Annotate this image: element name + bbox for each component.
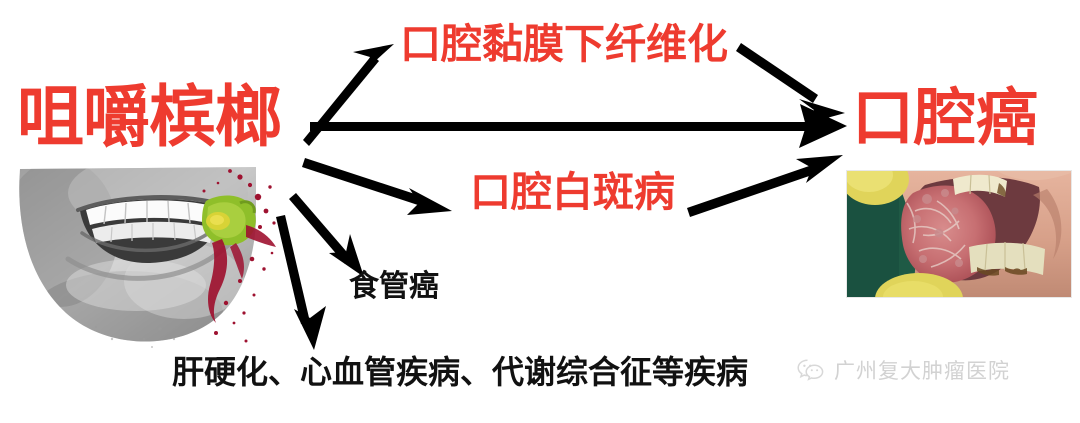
dental-staining [977, 267, 1027, 276]
upper-teeth-photo [953, 174, 1007, 197]
blood-splatter [202, 169, 276, 343]
lower-teeth [92, 221, 214, 243]
node-oral-cancer-label: 口腔癌 [852, 84, 1039, 153]
oral-cancer-clinical-photo [846, 170, 1072, 298]
lip-shadow [1033, 189, 1062, 259]
arrow-source-to-leukoplakia [302, 158, 452, 215]
wechat-icon [797, 358, 825, 382]
betel-nut-chewing-illustration [8, 163, 280, 355]
node-oral-leukoplakia-label: 口腔白斑病 [470, 169, 675, 215]
betel-nut [202, 195, 256, 246]
node-source-label: 咀嚼槟榔 [17, 80, 282, 155]
watermark: 广州复大肿瘤医院 [797, 355, 1010, 385]
arrow-source-to-other-diseases [276, 215, 326, 350]
arrow-source-to-osf [303, 44, 394, 146]
arrow-source-to-esophageal [289, 193, 364, 277]
watermark-text: 广州复大肿瘤医院 [834, 360, 1010, 383]
arrow-source-to-oral-cancer-direct [310, 104, 847, 148]
lower-teeth-photo [969, 242, 1045, 276]
lesion-nodules [913, 189, 963, 267]
arrow-leukoplakia-to-oral-cancer [687, 155, 843, 217]
chin-speckle [94, 320, 176, 348]
node-other-diseases-label: 肝硬化、心血管疾病、代谢综合征等疾病 [172, 354, 749, 390]
arrow-osf-to-oral-cancer [736, 43, 845, 124]
node-esophageal-cancer-label: 食管癌 [349, 270, 439, 303]
node-oral-submucous-fibrosis-label: 口腔黏膜下纤维化 [400, 21, 728, 67]
